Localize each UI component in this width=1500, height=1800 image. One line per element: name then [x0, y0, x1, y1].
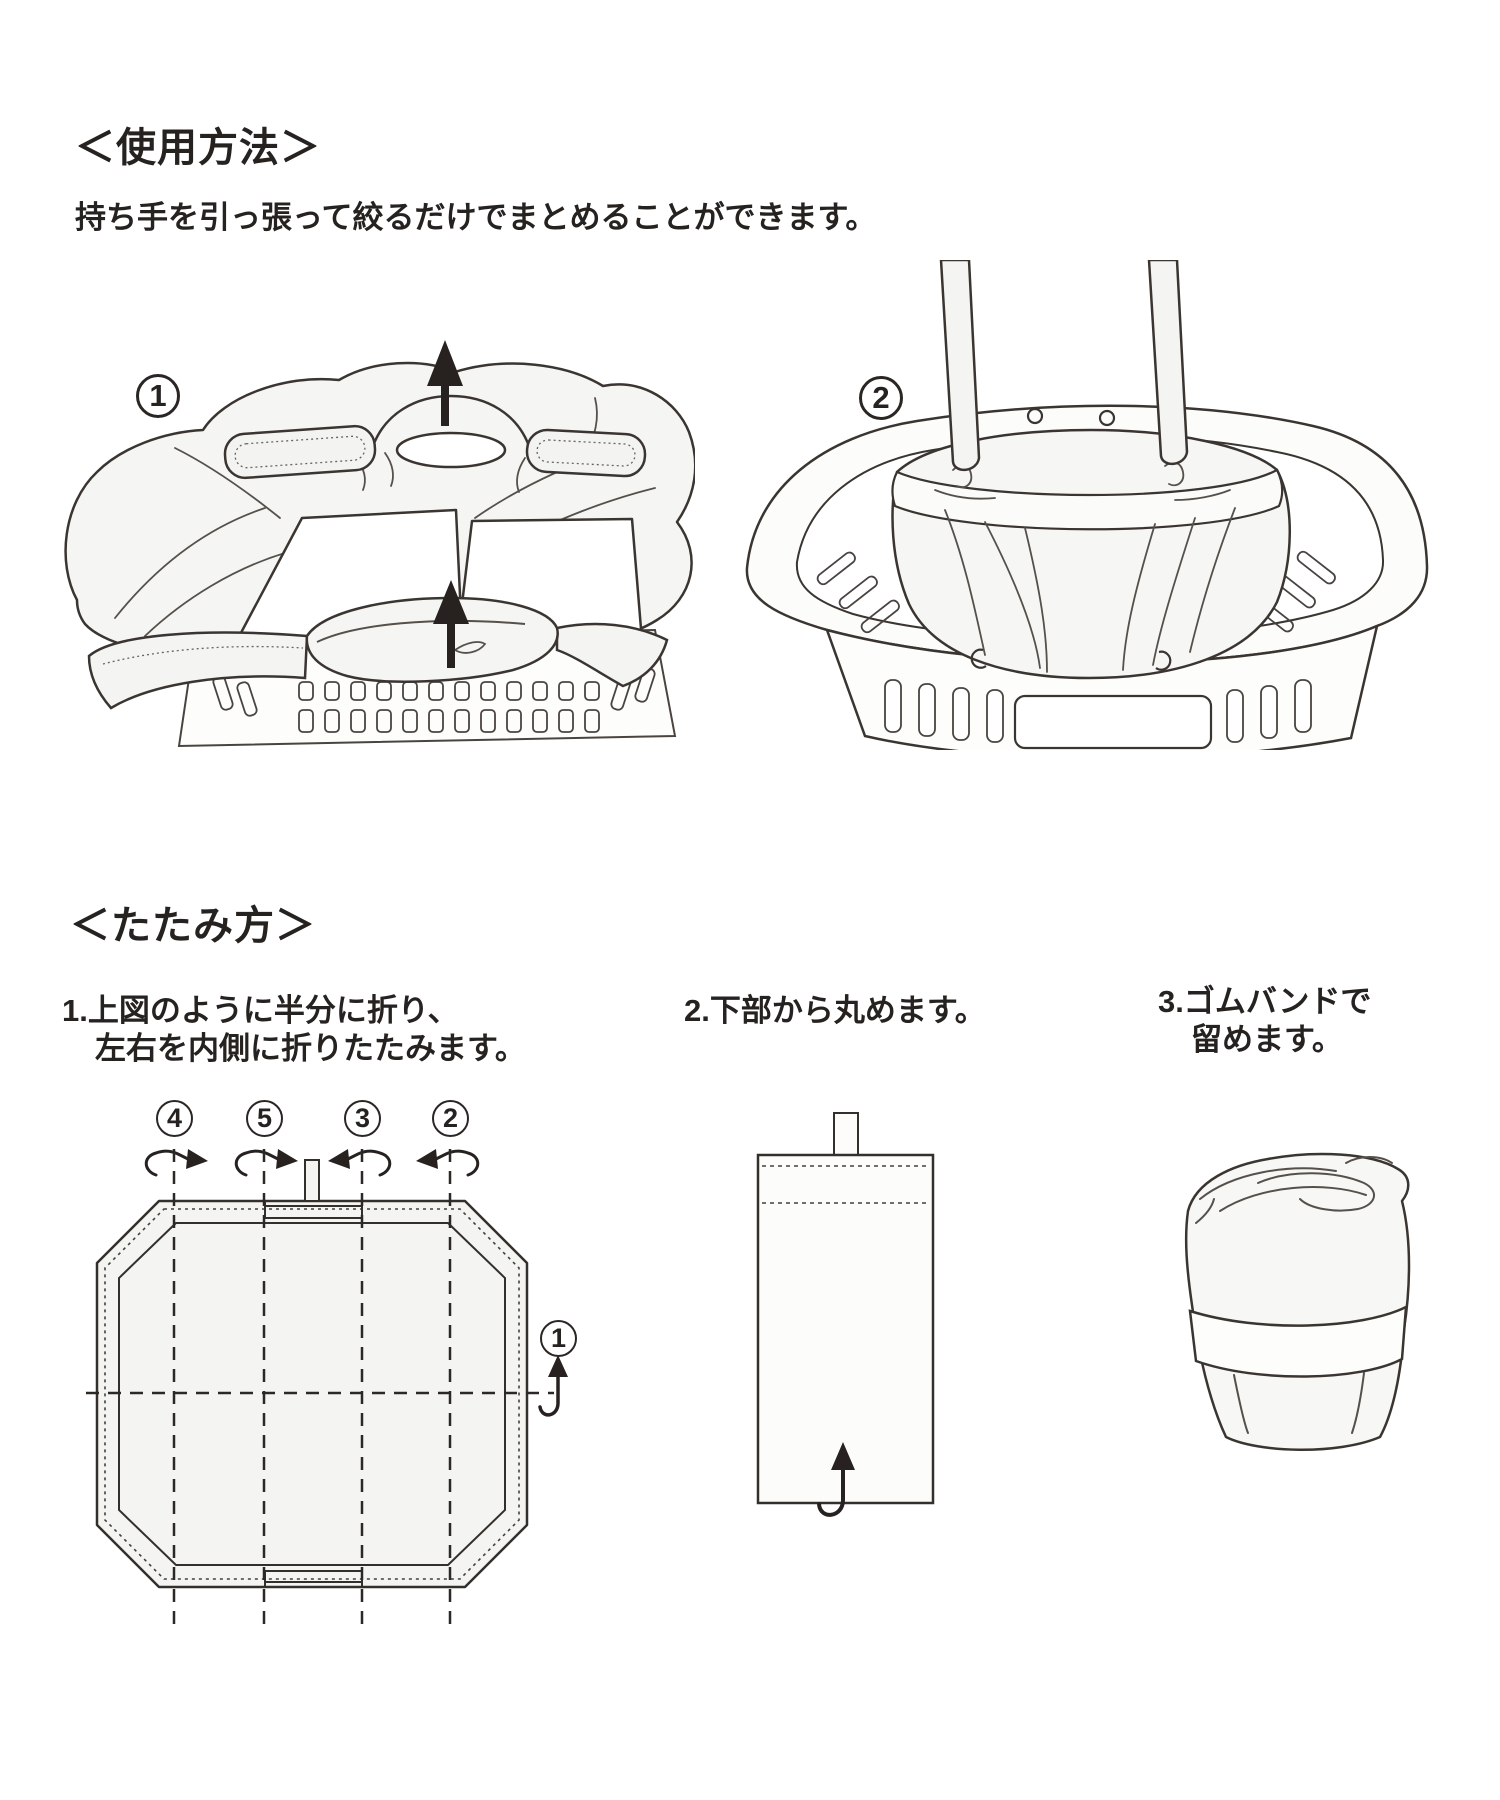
pull-up-arrow-top-icon [427, 340, 463, 426]
stitch-lines [762, 1165, 929, 1204]
fold-marker-4: 4 [156, 1100, 193, 1137]
usage-description: 持ち手を引っ張って絞るだけでまとめることができます。 [75, 200, 877, 235]
bag-side-strips [87, 622, 669, 710]
folding-step3-line2: 留めます。 [1191, 1022, 1343, 1057]
basket-open-illustration [64, 340, 695, 748]
fold-marker-3: 3 [344, 1100, 381, 1137]
basket-front-wall [825, 623, 1379, 750]
roll-up-arrow-icon [817, 1442, 855, 1517]
fold-arrow-2-icon [434, 1149, 480, 1177]
cinched-bag-pouch [891, 428, 1291, 680]
bag-rim-pads [223, 424, 647, 480]
fold-marker-5: 5 [246, 1100, 283, 1137]
basket-handle-plate [1013, 694, 1213, 750]
folding-heading: ＜たたみ方＞ [70, 904, 316, 948]
figure2-number: 2 [872, 380, 890, 415]
fold-marker-2-number: 2 [442, 1103, 459, 1133]
fold-marker-4-number: 4 [166, 1103, 183, 1133]
figure1-number: 1 [149, 378, 167, 413]
folding-step1-text: 1.上図のように半分に折り、 左右を内側に折りたたみます。 [62, 992, 526, 1068]
fold-marker-5-number: 5 [256, 1103, 273, 1133]
fold-marker-2: 2 [432, 1100, 469, 1137]
figure1-marker: 1 [136, 374, 180, 418]
banded-roll-diagram [1184, 1152, 1411, 1451]
fold-marker-1-number: 1 [550, 1323, 567, 1353]
bag-handle [371, 394, 531, 469]
fold-marker-3-number: 3 [354, 1103, 371, 1133]
folding-step1-line2: 左右を内側に折りたたみます。 [95, 1031, 526, 1066]
usage-heading: ＜使用方法＞ [75, 126, 321, 170]
folding-step1-line1: 1.上図のように半分に折り、 [62, 993, 459, 1028]
rubber-band [1188, 1304, 1408, 1378]
fold-arrow-4-icon [144, 1149, 190, 1177]
roll-diagram [756, 1112, 935, 1517]
fold-arrow-5-icon [234, 1149, 280, 1177]
folding-step3-line1: 3.ゴムバンドで [1158, 984, 1372, 1019]
pull-up-arrow-middle-icon [433, 580, 469, 668]
rolled-bag-body [1184, 1152, 1411, 1451]
roll-top-swirl [1195, 1156, 1393, 1434]
folding-step3-text: 3.ゴムバンドで 留めます。 [1158, 983, 1371, 1059]
folded-strip [756, 1153, 935, 1505]
figure2-marker: 2 [859, 376, 903, 420]
bag-front-roll [305, 596, 559, 683]
fold-arrow-3-icon [346, 1149, 392, 1177]
bag-tab [833, 1112, 859, 1156]
rim-rings [970, 407, 1172, 671]
flat-bag-outline [95, 1159, 529, 1589]
fold-dashed-lines [86, 1149, 554, 1628]
folding-step2-text: 2.下部から丸めます。 [684, 993, 986, 1028]
basket-cinched-illustration [745, 260, 1429, 750]
bag-straps [939, 260, 1189, 471]
fold-marker-1: 1 [540, 1320, 577, 1357]
fold-arrow-1-icon [538, 1355, 568, 1417]
fold-diagram [86, 1149, 568, 1628]
bag-tab [304, 1159, 320, 1202]
